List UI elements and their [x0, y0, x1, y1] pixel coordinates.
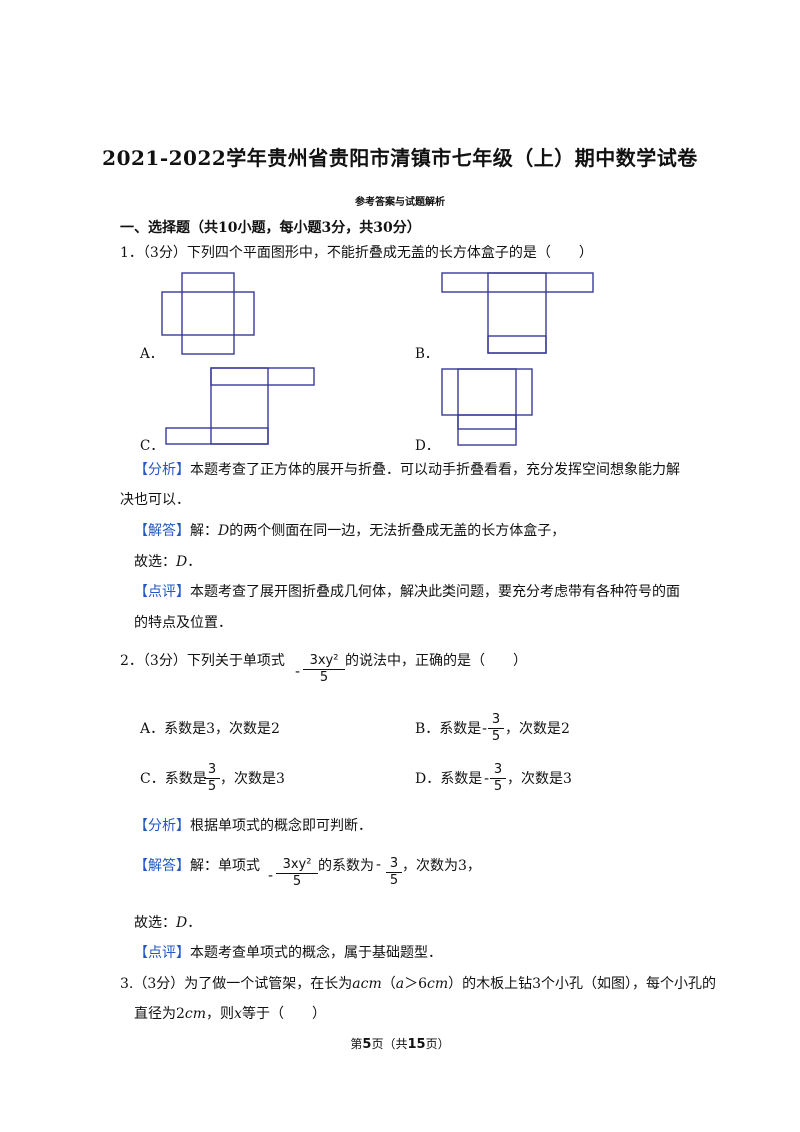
q2-option-c-pre: C．系数是 [140, 771, 207, 787]
q2-stem-post: 的说法中，正确的是（ ） [345, 653, 527, 669]
comment-tag: 【点评】 [134, 945, 190, 961]
analysis-tag: 【分析】 [134, 462, 190, 478]
q2-choice: 故选：D． [134, 915, 202, 931]
page-footer: 第5页（共15页） [350, 1037, 450, 1052]
page-title: 2021-2022学年贵州省贵阳市清镇市七年级（上）期中数学试卷 [102, 146, 698, 170]
q1-label-d: D． [415, 438, 440, 454]
q1-figure-d [441, 368, 533, 446]
q1-analysis-cont: 决也可以． [120, 492, 190, 508]
page-total: 15 [407, 1037, 426, 1052]
q2-option-b-post: ，次数是2 [505, 721, 570, 737]
q1-figure-c [165, 367, 315, 445]
q2-option-a: A．系数是3，次数是2 [140, 721, 280, 737]
q2-analysis: 【分析】根据单项式的概念即可判断． [134, 818, 372, 834]
q2-d-minus: - [484, 771, 490, 787]
q3-stem-line2: 直径为2cm，则x等于（ ） [134, 1006, 326, 1022]
q2-comment: 【点评】本题考查单项式的概念，属于基础题型． [134, 945, 442, 961]
q2-answer-minus: - [268, 868, 274, 884]
q1-comment-cont: 的特点及位置． [134, 615, 232, 631]
answer-tag: 【解答】 [134, 858, 190, 874]
q3-stem-line1: 3.（3分）为了做一个试管架，在长为acm（a＞6cm）的木板上钻3个小孔（如图… [120, 976, 717, 992]
answer-tag: 【解答】 [134, 523, 190, 539]
q1-stem: 1．（3分）下列四个平面图形中，不能折叠成无盖的长方体盒子的是（ ） [120, 245, 593, 261]
q2-b-minus: - [482, 721, 488, 737]
q2-answer-mid: 的系数为 [318, 858, 374, 874]
q1-answer: 【解答】解：D的两个侧面在同一边，无法折叠成无盖的长方体盒子， [134, 523, 566, 539]
q1-comment: 【点评】本题考查了展开图折叠成几何体，解决此类问题，要充分考虑带有各种符号的面 [134, 584, 680, 600]
q2-answer-post: ，次数为3， [402, 858, 481, 874]
q2-stem-pre: 2．（3分）下列关于单项式 [120, 653, 285, 669]
q2-expr-minus: - [295, 664, 301, 680]
q2-option-d-pre: D．系数是 [415, 771, 483, 787]
analysis-tag: 【分析】 [134, 818, 190, 834]
section-heading: 一、选择题（共10小题，每小题3分，共30分） [120, 220, 421, 236]
q2-answer-pre: 【解答】解：单项式 [134, 858, 260, 874]
q1-analysis: 【分析】本题考查了正方体的展开与折叠．可以动手折叠看看，充分发挥空间想象能力解 [134, 462, 680, 478]
q2-option-c-post: ，次数是3 [220, 771, 285, 787]
q1-choice: 故选：D． [134, 554, 202, 570]
q1-figure-a [161, 272, 255, 355]
q1-label-a: A． [140, 346, 164, 362]
q2-option-b-pre: B．系数是 [415, 721, 482, 737]
q1-label-c: C． [140, 438, 164, 454]
page-number: 5 [362, 1037, 372, 1052]
comment-tag: 【点评】 [134, 584, 190, 600]
q2-option-d-post: ，次数是3 [507, 771, 572, 787]
q1-label-b: B． [415, 346, 439, 362]
q1-figure-b [441, 272, 594, 354]
page-subtitle: 参考答案与试题解析 [355, 197, 445, 208]
q2-answer-minus-2: - [376, 857, 382, 873]
